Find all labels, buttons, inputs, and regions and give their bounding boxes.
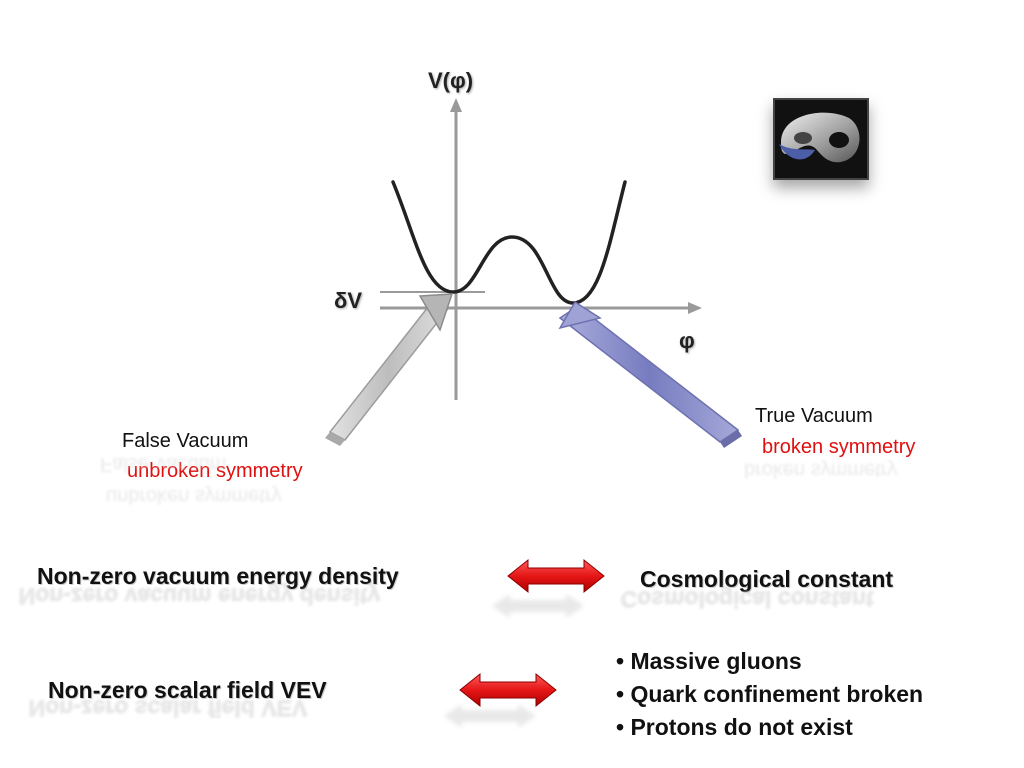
relation-arrow-1	[507, 558, 605, 594]
relation-arrow-2-reflection	[444, 704, 536, 728]
list-item: • Protons do not exist	[616, 714, 853, 740]
false-vacuum-subtitle: unbroken symmetry	[127, 460, 303, 482]
true-vacuum-pointer	[558, 300, 742, 448]
relation-arrow-1-reflection	[492, 594, 584, 618]
vacuum-energy-density-reflection: Non-zero vacuum energy density	[18, 584, 380, 610]
false-vacuum-title-reflection: False Vacuum	[100, 453, 227, 475]
list-item: • Quark confinement broken	[616, 681, 924, 707]
relation-arrow-2	[459, 672, 557, 708]
cosmological-constant-text: Cosmological constant	[640, 566, 894, 592]
torus-cutaway-icon	[773, 98, 869, 180]
delta-v-label: δV	[334, 288, 363, 313]
list-item: • Massive gluons	[616, 648, 802, 674]
false-vacuum-pointer	[325, 293, 454, 446]
cosmological-constant-reflection: Cosmological constant	[620, 587, 874, 613]
potential-curve	[391, 180, 627, 305]
true-vacuum-title: True Vacuum	[755, 405, 873, 427]
true-vacuum-subtitle: broken symmetry	[762, 436, 916, 458]
y-axis	[450, 98, 462, 400]
y-axis-label: V(φ)	[428, 68, 474, 93]
false-vacuum-title: False Vacuum	[122, 430, 249, 452]
true-vacuum-subtitle-reflection: broken symmetry	[744, 459, 898, 481]
scalar-field-vev-reflection: Non-zero scalar field VEV	[28, 696, 307, 722]
consequences-list: • Massive gluons • Quark confinement bro…	[616, 645, 923, 744]
false-vacuum-subtitle-reflection: unbroken symmetry	[106, 485, 282, 507]
vacuum-energy-density-text: Non-zero vacuum energy density	[37, 563, 399, 589]
x-axis-label: φ	[679, 328, 695, 353]
scalar-field-vev-text: Non-zero scalar field VEV	[48, 677, 327, 703]
